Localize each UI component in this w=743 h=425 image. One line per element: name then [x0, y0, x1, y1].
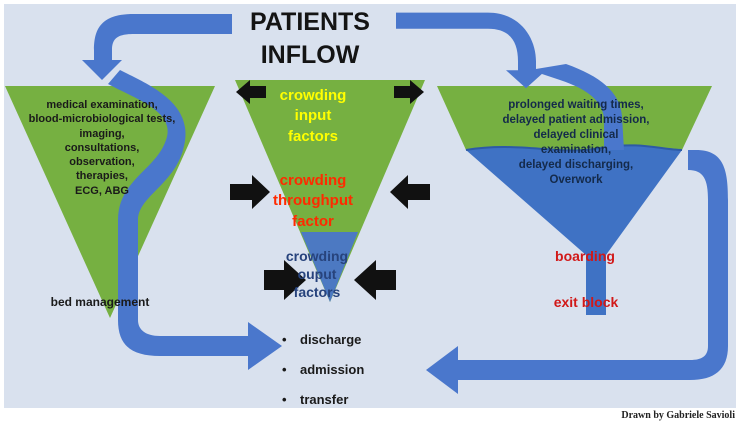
pressure-arrows — [230, 80, 430, 300]
right-item: delayed patient admission, — [502, 113, 650, 126]
left-item: ECG, ABG — [75, 184, 129, 197]
left-funnel — [5, 86, 215, 318]
outcome-list: • discharge • admission • transfer — [282, 330, 364, 420]
right-funnel-consequences: prolonged waiting times, delayed patient… — [485, 98, 667, 188]
right-item: Overwork — [549, 173, 603, 186]
outcome-item: • discharge — [282, 330, 364, 360]
crowding-throughput-label: crowding throughput factor — [258, 171, 368, 232]
bullet-icon: • — [282, 332, 287, 347]
crowding-input-label: crowding input factors — [268, 86, 358, 147]
patient-flow-arrows — [82, 12, 728, 394]
left-item: consultations, — [64, 141, 140, 154]
credit-text: Drawn by Gabriele Savioli — [621, 410, 735, 421]
flow-arrow-right-bottom — [426, 150, 728, 394]
middle-funnel-output-segment — [301, 232, 358, 302]
flow-arrow-left-winding — [108, 70, 282, 370]
output-line-3: factors — [293, 284, 341, 301]
exit-block-label: exit block — [553, 294, 619, 310]
bullet-icon: • — [282, 362, 287, 377]
right-item: prolonged waiting times, — [508, 99, 644, 111]
flow-arrow-left-top — [82, 14, 232, 80]
right-item: delayed clinical — [533, 128, 619, 141]
left-funnel-activities: medical examination, blood-microbiologic… — [12, 98, 192, 198]
outcome-label: discharge — [300, 332, 362, 347]
water-surface-line — [465, 144, 683, 152]
right-item: delayed discharging, — [518, 158, 634, 171]
left-item: imaging, — [79, 127, 125, 140]
outcome-label: transfer — [300, 392, 349, 407]
arrow-throughput-left — [230, 175, 270, 209]
bed-management-label: bed management — [50, 295, 150, 309]
throughput-line-3: factor — [292, 212, 334, 230]
flow-arrow-right-winding — [530, 64, 624, 150]
left-item: blood-microbiological tests, — [28, 113, 176, 126]
left-item: observation, — [69, 156, 135, 169]
bullet-icon: • — [282, 392, 287, 407]
boarding-label: boarding — [555, 248, 615, 264]
input-line-1: crowding — [279, 87, 347, 104]
crowding-output-label: crowding ouput factors — [282, 247, 352, 302]
arrow-throughput-right — [390, 175, 430, 209]
middle-funnel — [235, 80, 425, 302]
outcome-item: • admission — [282, 360, 364, 390]
diagram-title: PATIENTS INFLOW — [215, 6, 405, 71]
title-line-2: INFLOW — [260, 40, 360, 69]
output-line-2: ouput — [297, 266, 337, 283]
title-line-1: PATIENTS — [250, 8, 370, 36]
arrow-output-left — [264, 260, 306, 300]
throughput-line-1: crowding — [279, 172, 347, 189]
throughput-line-2: throughput — [273, 192, 353, 210]
output-line-1: crowding — [285, 248, 349, 264]
left-item: therapies, — [76, 170, 128, 183]
outcome-item: • transfer — [282, 390, 364, 420]
right-funnel-top — [437, 86, 712, 150]
left-item: medical examination, — [46, 99, 158, 111]
outcome-label: admission — [300, 362, 365, 377]
arrow-input-right — [394, 80, 424, 104]
flow-arrow-right-top — [396, 12, 546, 89]
arrow-input-left — [236, 80, 266, 104]
right-funnel-water — [466, 145, 682, 315]
input-line-2: input — [294, 107, 332, 125]
right-item: examination, — [540, 143, 612, 156]
input-line-3: factors — [287, 127, 339, 145]
arrow-output-right — [354, 260, 396, 300]
